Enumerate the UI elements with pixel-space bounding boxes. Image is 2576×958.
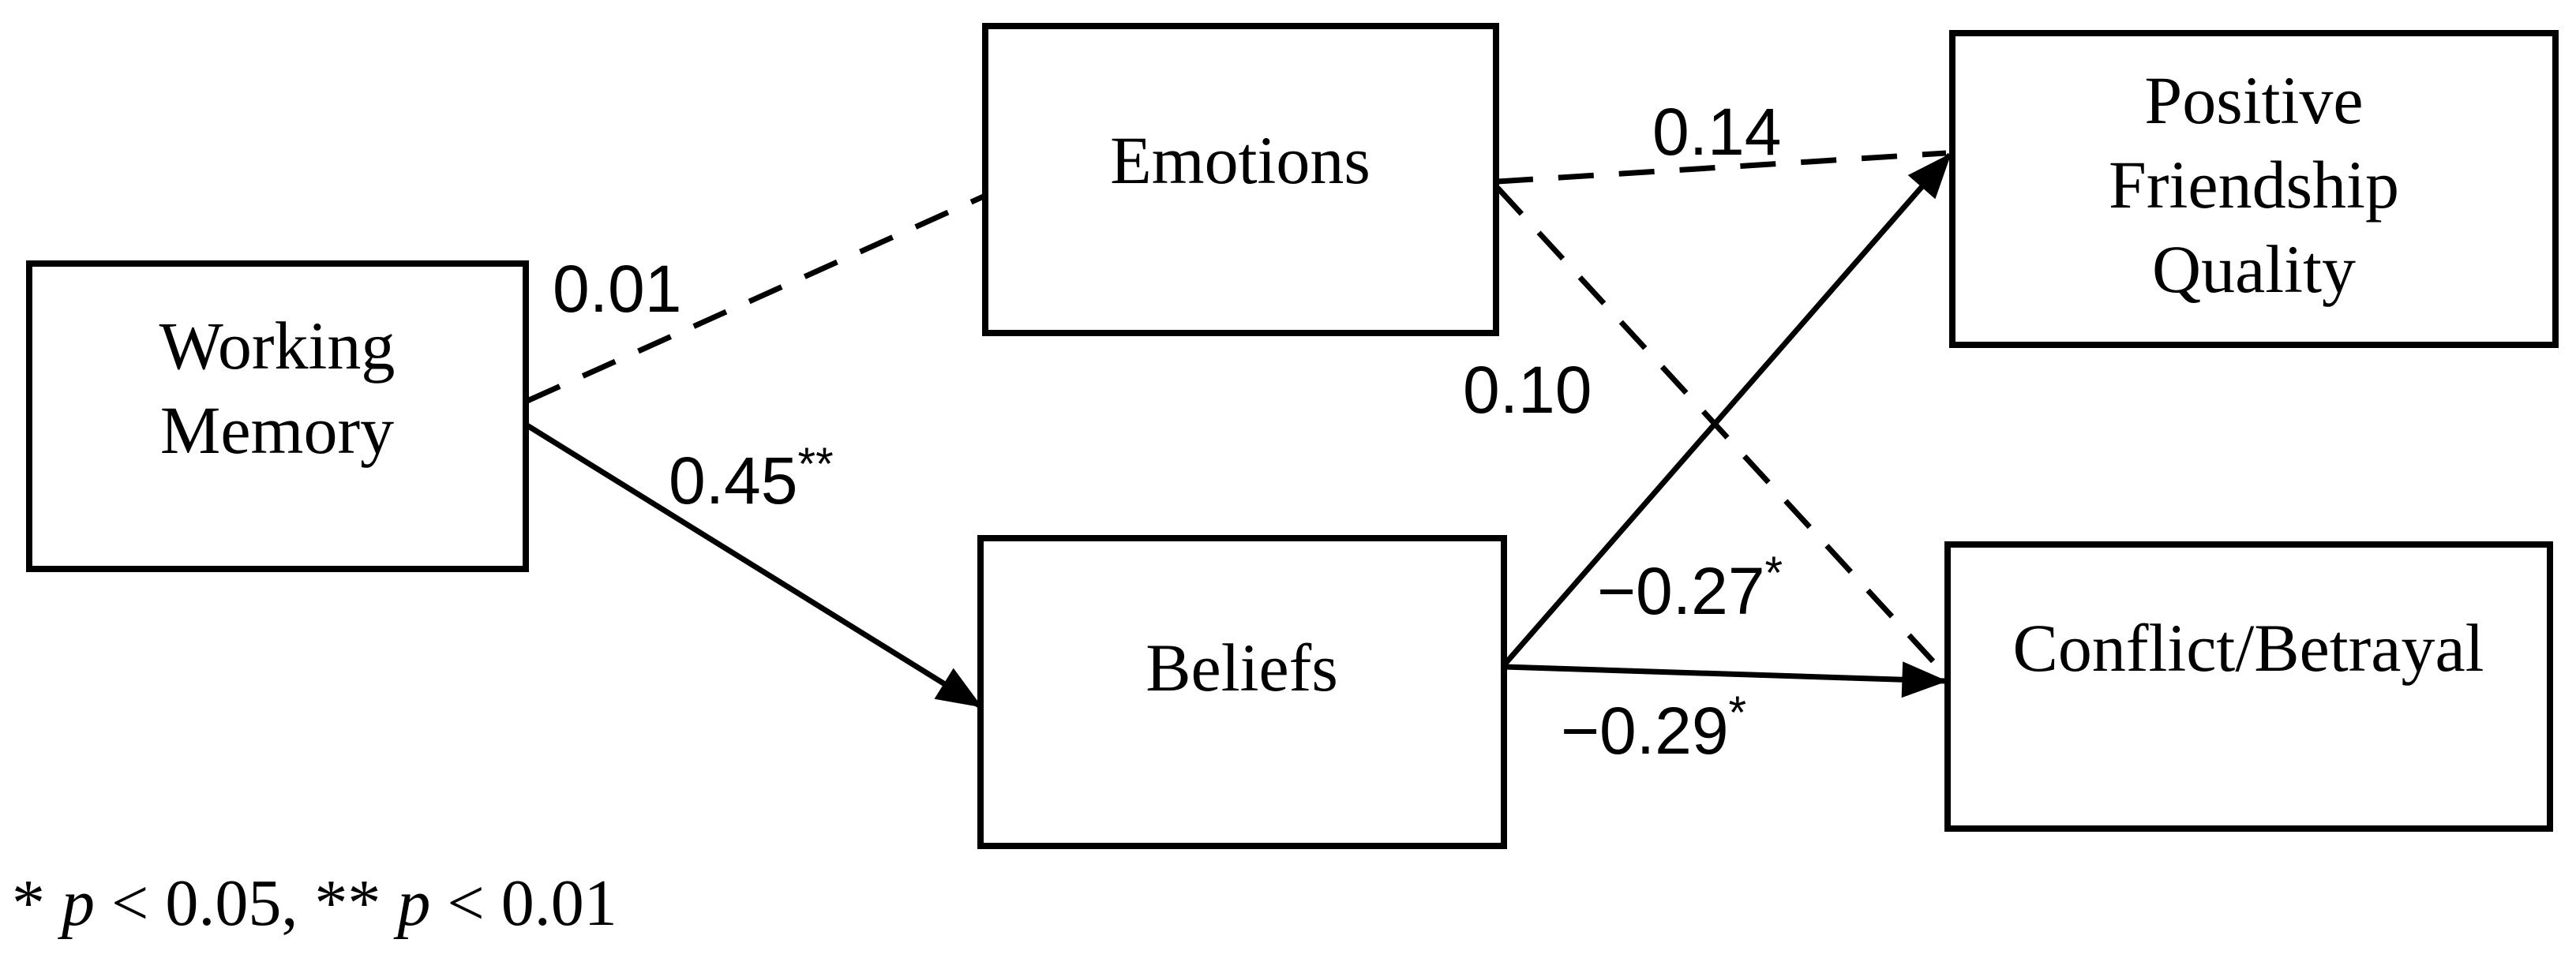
coefficient-value: 0.14	[1652, 95, 1782, 169]
node-pfq-label-line3: Quality	[2152, 231, 2356, 307]
node-working-memory-label-line1: Working	[159, 308, 396, 384]
significance-footnote: * p < 0.05, ** p < 0.01	[12, 866, 617, 940]
node-conflict-betrayal-label: Conflict/Betrayal	[2012, 610, 2484, 686]
edge-working-memory-to-beliefs	[524, 422, 983, 709]
node-conflict-betrayal	[1944, 541, 2553, 832]
coefficient-value: −0.27	[1597, 554, 1765, 628]
footnote-rule1: < 0.05, **	[95, 866, 397, 940]
node-pfq-label-line2: Friendship	[2109, 147, 2399, 223]
footnote-p1: p	[58, 866, 95, 940]
edge-label-beliefs-pfq: −0.27*	[1597, 548, 1783, 628]
edge-label-wm-emotions: 0.01	[553, 252, 682, 326]
node-working-memory	[26, 260, 529, 572]
node-emotions-label: Emotions	[1110, 122, 1370, 198]
edge-working-memory-to-emotions	[526, 193, 987, 404]
node-working-memory-label-line2: Memory	[160, 392, 394, 468]
coefficient-value: 0.01	[553, 252, 682, 326]
edge-label-beliefs-cb: −0.29*	[1561, 687, 1746, 768]
edge-emotions-to-conflict-betrayal	[1495, 185, 1941, 670]
edge-beliefs-to-conflict-betrayal	[1503, 661, 1948, 698]
node-positive-friendship-quality	[1949, 30, 2559, 348]
coefficient-value: 0.45	[669, 443, 798, 518]
footnote-p2: p	[393, 866, 430, 940]
edge-label-emotions-pfq: 0.14	[1652, 95, 1782, 169]
significance-stars: *	[1729, 687, 1747, 739]
significance-stars: *	[1765, 548, 1783, 599]
significance-stars: **	[798, 439, 834, 490]
footnote-star1: *	[12, 866, 62, 940]
coefficient-value: −0.29	[1561, 694, 1729, 768]
node-pfq-label-line1: Positive	[2144, 62, 2363, 138]
edge-label-emotions-cb: 0.10	[1463, 353, 1592, 427]
edge-emotions-to-positive-friendship-quality	[1497, 150, 1947, 185]
coefficient-value: 0.10	[1463, 353, 1592, 427]
footnote-rule2: < 0.01	[430, 866, 617, 940]
edge-beliefs-to-positive-friendship-quality	[1502, 152, 1952, 668]
node-beliefs	[977, 535, 1507, 849]
edge-label-wm-beliefs: 0.45**	[669, 439, 834, 518]
node-emotions	[982, 23, 1499, 336]
node-beliefs-label: Beliefs	[1146, 630, 1338, 705]
